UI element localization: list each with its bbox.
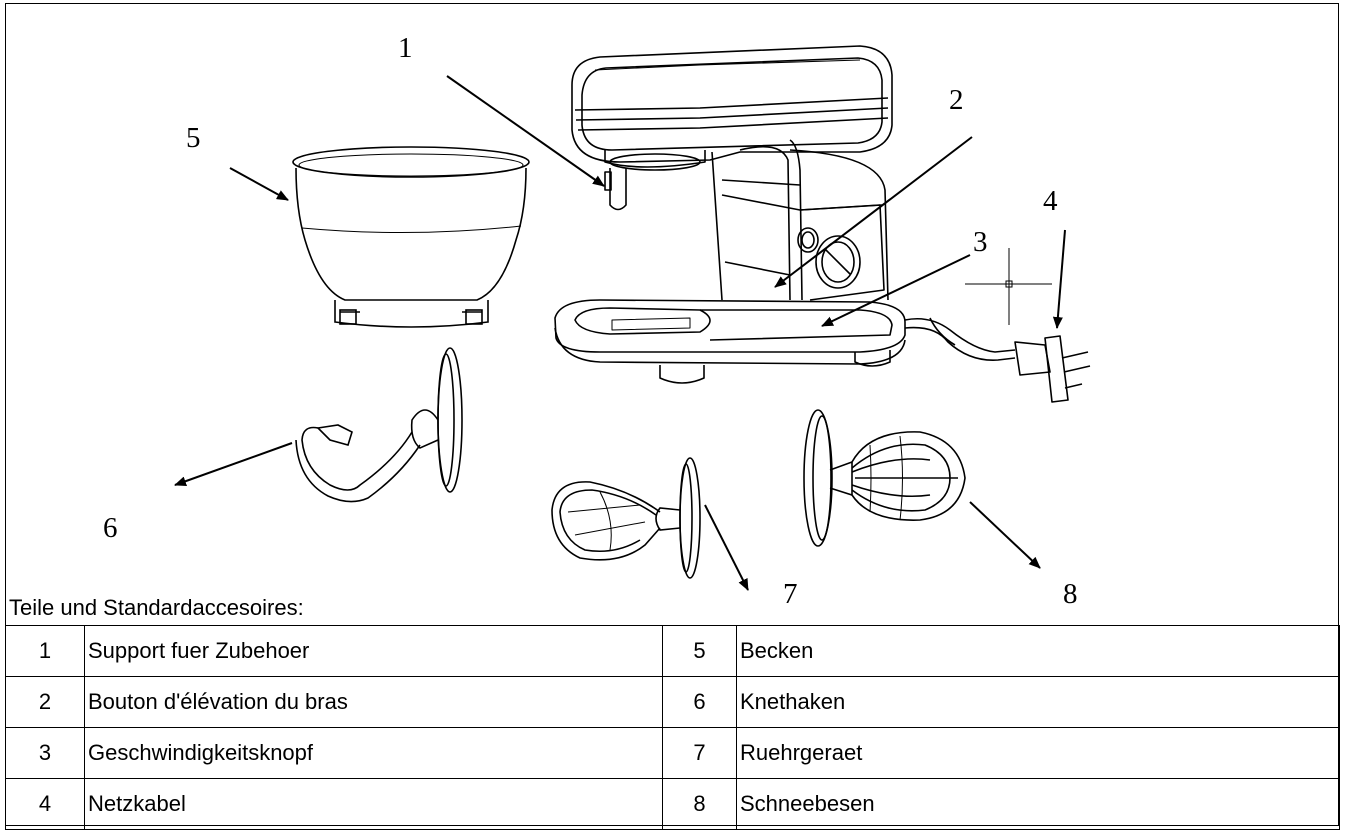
part-label: Netzkabel [84, 778, 663, 830]
part-label: Ruehrgeraet [736, 727, 1340, 779]
crosshair-mark [965, 248, 1052, 325]
part-number: 5 [662, 625, 737, 677]
callout-4: 4 [1043, 185, 1058, 217]
arrow-5 [229, 167, 289, 201]
callout-2: 2 [949, 84, 964, 116]
part-label: Bouton d'élévation du bras [84, 676, 663, 728]
part-label: Becken [736, 625, 1340, 677]
part-label: Knethaken [736, 676, 1340, 728]
part-number: 3 [5, 727, 85, 779]
bowl [292, 146, 530, 328]
callout-6: 6 [103, 512, 118, 544]
part-number: 2 [5, 676, 85, 728]
dough-hook [295, 347, 463, 503]
whisk [803, 409, 966, 547]
arrow-1 [446, 75, 605, 187]
arrow-2 [774, 136, 973, 288]
arrow-3 [821, 254, 971, 327]
arrow-4 [1052, 229, 1066, 329]
part-number: 8 [662, 778, 737, 830]
callout-8: 8 [1063, 578, 1078, 610]
arrow-8 [969, 501, 1041, 569]
callout-3: 3 [973, 226, 988, 258]
part-label: Support fuer Zubehoer [84, 625, 663, 677]
part-label: Schneebesen [736, 778, 1340, 830]
part-number: 6 [662, 676, 737, 728]
table-row: 1 Support fuer Zubehoer 5 Becken [5, 625, 1340, 677]
arrow-7 [704, 504, 749, 591]
parts-legend-table: 1 Support fuer Zubehoer 5 Becken 2 Bouto… [5, 625, 1340, 830]
callout-5: 5 [186, 122, 201, 154]
part-number: 1 [5, 625, 85, 677]
parts-caption: Teile und Standardaccesoires: [9, 595, 304, 620]
table-row: 3 Geschwindigkeitsknopf 7 Ruehrgeraet [5, 727, 1340, 779]
stand-mixer [554, 45, 1091, 403]
part-label: Geschwindigkeitsknopf [84, 727, 663, 779]
table-row: 4 Netzkabel 8 Schneebesen [5, 778, 1340, 830]
callout-7: 7 [783, 578, 798, 610]
part-number: 4 [5, 778, 85, 830]
callout-arrows [174, 75, 1066, 591]
arrow-6 [174, 442, 293, 486]
table-row: 2 Bouton d'élévation du bras 6 Knethaken [5, 676, 1340, 728]
parts-illustration [174, 45, 1091, 591]
part-number: 7 [662, 727, 737, 779]
callout-1: 1 [398, 32, 413, 64]
flat-beater [551, 457, 701, 579]
